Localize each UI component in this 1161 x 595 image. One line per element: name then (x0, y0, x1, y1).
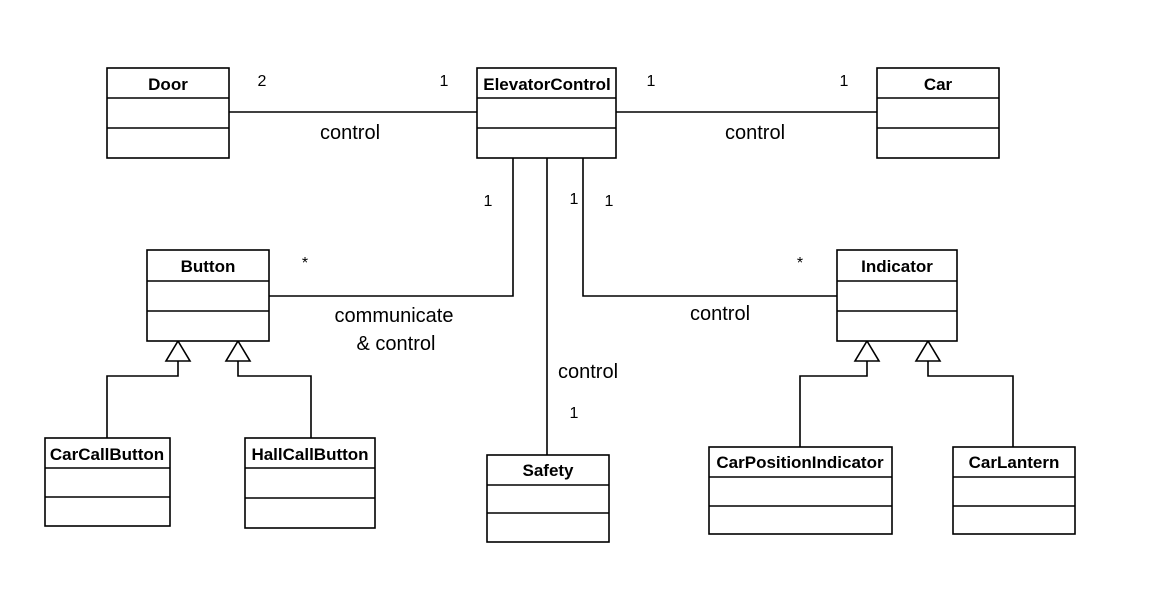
class-name-safety: Safety (522, 461, 574, 480)
carlantern-generalization-line (927, 361, 1014, 447)
indicator-inheritance-arrow (914, 339, 942, 362)
ec-indicator-association-line (582, 158, 837, 297)
class-name-car: Car (924, 75, 953, 94)
multiplicity-safety: 1 (570, 405, 579, 422)
multiplicity-ec-button: 1 (484, 193, 493, 210)
class-name-car-position-indicator: CarPositionIndicator (716, 453, 884, 472)
button-inheritance-arrow (164, 339, 192, 362)
multiplicity-door: 2 (258, 73, 267, 90)
door-control-label: control (320, 122, 380, 144)
class-name-indicator: Indicator (861, 257, 933, 276)
class-car[interactable]: Car (876, 67, 1000, 159)
multiplicity-ec-indicator: 1 (605, 193, 614, 210)
carpositionindicator-generalization-line (799, 361, 868, 447)
multiplicity-ec-door: 1 (440, 73, 449, 90)
button-inheritance-arrow (224, 339, 252, 362)
class-button[interactable]: Button (146, 249, 270, 342)
multiplicity-ec-safety: 1 (570, 191, 579, 208)
button-and-control-label: & control (357, 333, 436, 355)
class-door[interactable]: Door (106, 67, 230, 159)
class-safety[interactable]: Safety (486, 454, 610, 543)
indicator-inheritance-arrow (853, 339, 881, 362)
ec-button-association-line (269, 158, 514, 297)
class-elevator-control[interactable]: ElevatorControl (476, 67, 617, 159)
indicator-control-label: control (690, 303, 750, 325)
multiplicity-car: 1 (840, 73, 849, 90)
class-name-car-call-button: CarCallButton (50, 445, 164, 464)
safety-control-label: control (558, 361, 618, 383)
class-name-hall-call-button: HallCallButton (251, 445, 368, 464)
class-car-call-button[interactable]: CarCallButton (44, 437, 171, 527)
carcallbutton-generalization-line (106, 361, 179, 438)
class-car-position-indicator[interactable]: CarPositionIndicator (708, 446, 893, 535)
car-control-label: control (725, 122, 785, 144)
class-indicator[interactable]: Indicator (836, 249, 958, 342)
button-communicate-label: communicate (335, 305, 454, 327)
multiplicity-ec-car: 1 (647, 73, 656, 90)
multiplicity-button: * (302, 255, 308, 272)
class-hall-call-button[interactable]: HallCallButton (244, 437, 376, 529)
class-name-car-lantern: CarLantern (969, 453, 1060, 472)
class-name-door: Door (148, 75, 188, 94)
multiplicity-indicator: * (797, 255, 803, 272)
class-name-elevator-control: ElevatorControl (483, 75, 611, 94)
class-car-lantern[interactable]: CarLantern (952, 446, 1076, 535)
hallcallbutton-generalization-line (237, 361, 312, 438)
class-name-button: Button (181, 257, 236, 276)
